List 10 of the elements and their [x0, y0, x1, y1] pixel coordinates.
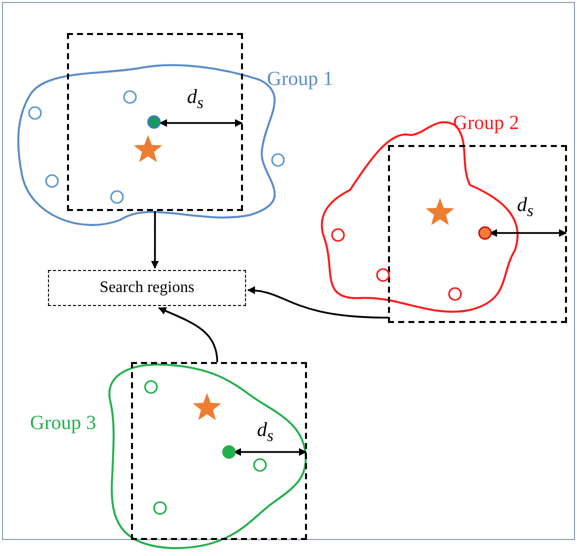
- dimension-label: d$_{s}$: [517, 194, 534, 222]
- group-label: Group 2: [453, 112, 520, 134]
- dimension-label: d$_{s}$: [257, 419, 274, 447]
- process-box: Search regions: [48, 270, 246, 306]
- arrow: [247, 286, 388, 319]
- group-label: Group 1: [267, 68, 334, 90]
- group-label: Group 3: [30, 412, 96, 434]
- dimension-label: d$_{s}$: [187, 86, 204, 114]
- arrow: [158, 307, 218, 362]
- arrow: [150, 211, 159, 269]
